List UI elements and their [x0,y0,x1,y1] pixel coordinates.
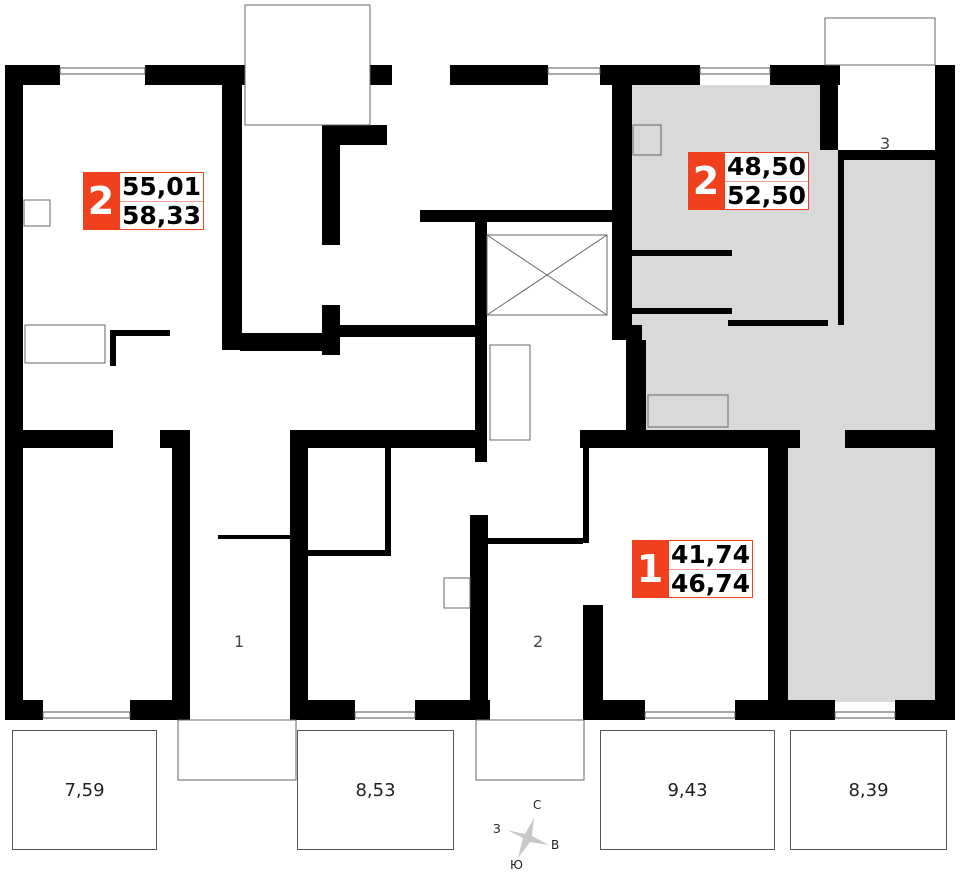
balcony: 8,53 [297,730,454,850]
entrance-number: 2 [533,632,544,651]
total-area: 58,33 [122,201,202,230]
entrance-number: 1 [234,632,245,651]
balcony: 9,43 [600,730,775,850]
balcony: 7,59 [12,730,157,850]
compass-east: В [551,838,560,852]
entrance-number: 3 [880,134,891,153]
windows [42,67,896,719]
living-area: 55,01 [120,172,204,202]
balcony-area: 7,59 [64,779,105,801]
highlighted-apartment-area [632,60,938,702]
balcony-area: 8,53 [355,779,396,801]
balcony-area: 8,39 [848,779,889,801]
balcony: 8,39 [790,730,947,850]
compass-south: Ю [510,858,523,872]
living-area: 41,74 [669,540,753,570]
outdoor-steps [23,4,936,781]
balcony-area: 9,43 [667,779,708,801]
total-area: 52,50 [727,181,807,210]
walls [5,65,955,720]
room-count: 1 [632,540,668,598]
compass-north: С [533,798,542,812]
compass-west: З [493,822,501,836]
living-area: 48,50 [725,152,809,182]
room-count: 2 [688,152,724,210]
room-count: 2 [83,172,119,230]
total-area: 46,74 [671,569,751,598]
